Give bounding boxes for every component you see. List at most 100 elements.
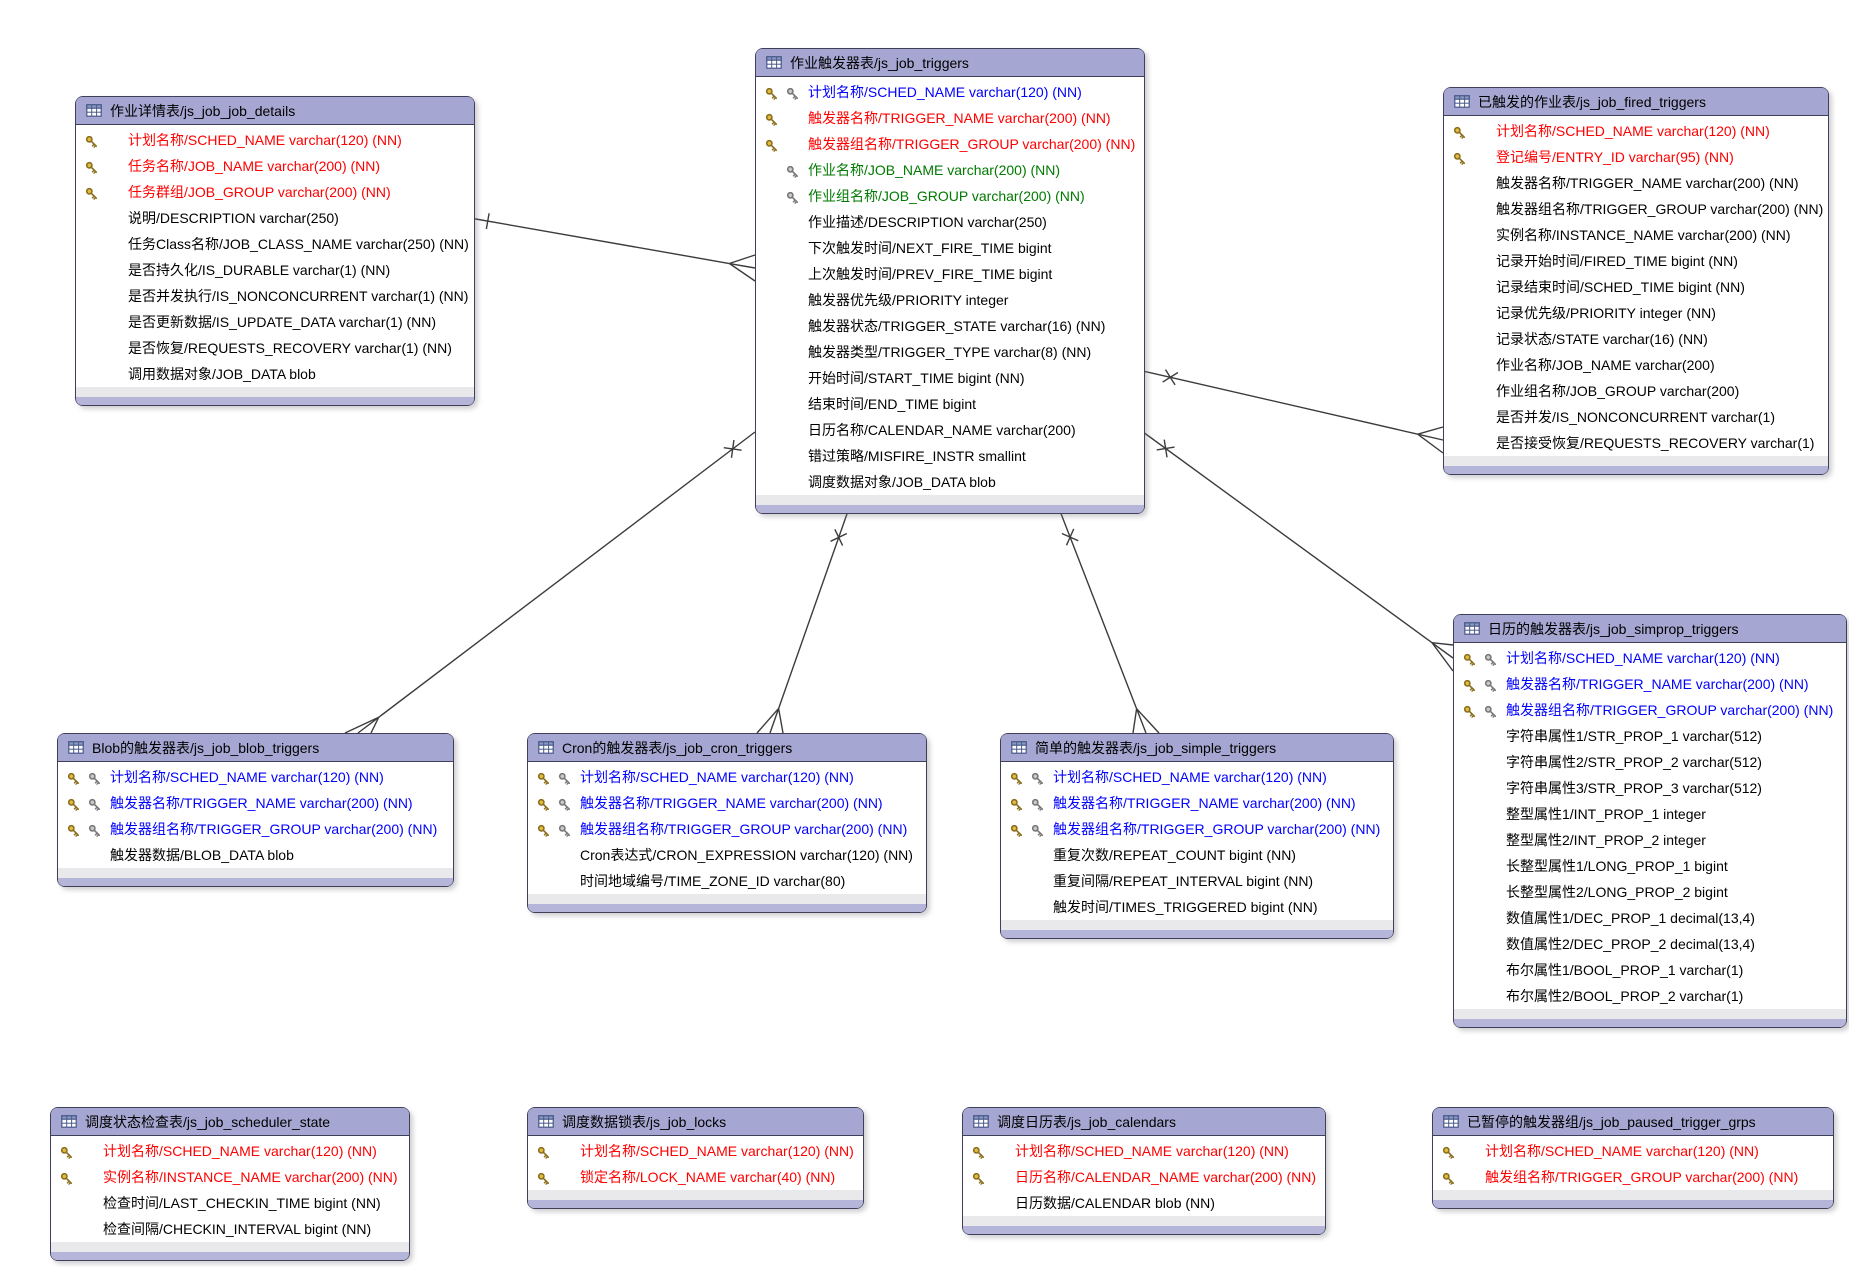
field-label: 触发器名称/TRIGGER_NAME varchar(200) (NN): [808, 110, 1111, 126]
table-field-row: 触发器名称/TRIGGER_NAME varchar(200) (NN): [1454, 671, 1846, 697]
table-field-row: 触发器组名称/TRIGGER_GROUP varchar(200) (NN): [756, 131, 1144, 157]
table-calendars[interactable]: 调度日历表/js_job_calendars 计划名称/SCHED_NAME v…: [962, 1107, 1326, 1235]
table-field-row: 字符串属性3/STR_PROP_3 varchar(512): [1454, 775, 1846, 801]
table-header-locks[interactable]: 调度数据锁表/js_job_locks: [528, 1108, 863, 1136]
field-label: 触发器状态/TRIGGER_STATE varchar(16) (NN): [808, 318, 1106, 334]
table-field-row: 日历名称/CALENDAR_NAME varchar(200) (NN): [963, 1164, 1325, 1190]
field-label: 触发器组名称/TRIGGER_GROUP varchar(200) (NN): [1053, 821, 1381, 837]
primary-key-icon: [765, 87, 778, 100]
field-label: 日历名称/CALENDAR_NAME varchar(200): [808, 422, 1076, 438]
table-simple_triggers[interactable]: 简单的触发器表/js_job_simple_triggers 计划名称/SCHE…: [1000, 733, 1394, 939]
field-label: 实例名称/INSTANCE_NAME varchar(200) (NN): [1496, 227, 1791, 243]
table-footer: [528, 1190, 863, 1200]
table-locks[interactable]: 调度数据锁表/js_job_locks 计划名称/SCHED_NAME varc…: [527, 1107, 864, 1209]
foreign-key-icon: [1484, 679, 1497, 692]
primary-key-icon: [537, 798, 550, 811]
table-field-row: 字符串属性1/STR_PROP_1 varchar(512): [1454, 723, 1846, 749]
table-fired_triggers[interactable]: 已触发的作业表/js_job_fired_triggers 计划名称/SCHED…: [1443, 87, 1829, 475]
primary-key-icon: [1442, 1172, 1455, 1185]
table-icon: [1443, 1115, 1459, 1128]
field-label: 触发器名称/TRIGGER_NAME varchar(200) (NN): [1053, 795, 1356, 811]
table-field-row: 作业组名称/JOB_GROUP varchar(200) (NN): [756, 183, 1144, 209]
table-field-row: 触发器数据/BLOB_DATA blob: [58, 842, 453, 868]
field-label: 计划名称/SCHED_NAME varchar(120) (NN): [1496, 123, 1770, 139]
field-label: Cron表达式/CRON_EXPRESSION varchar(120) (NN…: [580, 847, 913, 863]
field-label: 触发器名称/TRIGGER_NAME varchar(200) (NN): [1506, 676, 1809, 692]
table-icon: [538, 741, 554, 754]
primary-key-icon: [85, 161, 98, 174]
field-label: 作业名称/JOB_NAME varchar(200) (NN): [808, 162, 1061, 178]
table-field-row: 触发器组名称/TRIGGER_GROUP varchar(200) (NN): [1001, 816, 1393, 842]
table-title: 日历的触发器表/js_job_simprop_triggers: [1488, 620, 1739, 637]
primary-key-icon: [85, 187, 98, 200]
table-scheduler_state[interactable]: 调度状态检查表/js_job_scheduler_state 计划名称/SCHE…: [50, 1107, 410, 1261]
table-field-row: 作业组名称/JOB_GROUP varchar(200): [1444, 378, 1828, 404]
table-field-row: 计划名称/SCHED_NAME varchar(120) (NN): [528, 764, 926, 790]
table-header-simple_triggers[interactable]: 简单的触发器表/js_job_simple_triggers: [1001, 734, 1393, 762]
table-field-row: 触发时间/TIMES_TRIGGERED bigint (NN): [1001, 894, 1393, 920]
table-simprop_triggers[interactable]: 日历的触发器表/js_job_simprop_triggers 计划名称/SCH…: [1453, 614, 1847, 1028]
primary-key-icon: [537, 772, 550, 785]
field-label: 错过策略/MISFIRE_INSTR smallint: [808, 448, 1026, 464]
table-field-row: 计划名称/SCHED_NAME varchar(120) (NN): [1001, 764, 1393, 790]
table-paused_trigger_grps[interactable]: 已暂停的触发器组/js_job_paused_trigger_grps 计划名称…: [1432, 1107, 1834, 1209]
table-field-row: 记录状态/STATE varchar(16) (NN): [1444, 326, 1828, 352]
table-title: 调度日历表/js_job_calendars: [997, 1113, 1176, 1130]
table-header-blob_triggers[interactable]: Blob的触发器表/js_job_blob_triggers: [58, 734, 453, 762]
primary-key-icon: [537, 1146, 550, 1159]
field-label: 触发器组名称/TRIGGER_GROUP varchar(200) (NN): [808, 136, 1136, 152]
field-label: 字符串属性1/STR_PROP_1 varchar(512): [1506, 728, 1762, 744]
table-header-cron_triggers[interactable]: Cron的触发器表/js_job_cron_triggers: [528, 734, 926, 762]
table-field-row: 计划名称/SCHED_NAME varchar(120) (NN): [1433, 1138, 1833, 1164]
table-field-row: 调用数据对象/JOB_DATA blob: [76, 361, 474, 387]
relationship-triggers-fired_triggers: [1142, 369, 1444, 454]
table-field-row: 触发器优先级/PRIORITY integer: [756, 287, 1144, 313]
table-field-row: 是否接受恢复/REQUESTS_RECOVERY varchar(1): [1444, 430, 1828, 456]
table-field-row: 计划名称/SCHED_NAME varchar(120) (NN): [58, 764, 453, 790]
primary-key-icon: [67, 772, 80, 785]
table-header-calendars[interactable]: 调度日历表/js_job_calendars: [963, 1108, 1325, 1136]
table-fields: 计划名称/SCHED_NAME varchar(120) (NN) 登记编号/E…: [1444, 116, 1828, 456]
foreign-key-icon: [1031, 772, 1044, 785]
table-field-row: 计划名称/SCHED_NAME varchar(120) (NN): [528, 1138, 863, 1164]
table-header-job_details[interactable]: 作业详情表/js_job_job_details: [76, 97, 474, 125]
table-header-triggers[interactable]: 作业触发器表/js_job_triggers: [756, 49, 1144, 77]
table-header-paused_trigger_grps[interactable]: 已暂停的触发器组/js_job_paused_trigger_grps: [1433, 1108, 1833, 1136]
foreign-key-icon: [558, 798, 571, 811]
table-field-row: 是否更新数据/IS_UPDATE_DATA varchar(1) (NN): [76, 309, 474, 335]
field-label: 作业描述/DESCRIPTION varchar(250): [808, 214, 1047, 230]
table-title: 作业详情表/js_job_job_details: [110, 102, 296, 119]
table-header-scheduler_state[interactable]: 调度状态检查表/js_job_scheduler_state: [51, 1108, 409, 1136]
table-field-row: 触发组名称/TRIGGER_GROUP varchar(200) (NN): [1433, 1164, 1833, 1190]
table-blob_triggers[interactable]: Blob的触发器表/js_job_blob_triggers 计划名称/SCHE…: [57, 733, 454, 887]
table-header-simprop_triggers[interactable]: 日历的触发器表/js_job_simprop_triggers: [1454, 615, 1846, 643]
table-job_details[interactable]: 作业详情表/js_job_job_details 计划名称/SCHED_NAME…: [75, 96, 475, 406]
table-fields: 计划名称/SCHED_NAME varchar(120) (NN) 实例名称/I…: [51, 1136, 409, 1242]
field-label: 时间地域编号/TIME_ZONE_ID varchar(80): [580, 873, 846, 889]
table-icon: [1464, 622, 1480, 635]
table-field-row: 登记编号/ENTRY_ID varchar(95) (NN): [1444, 144, 1828, 170]
table-triggers[interactable]: 作业触发器表/js_job_triggers 计划名称/SCHED_NAME v…: [755, 48, 1145, 514]
table-field-row: 说明/DESCRIPTION varchar(250): [76, 205, 474, 231]
primary-key-icon: [537, 1172, 550, 1185]
table-header-fired_triggers[interactable]: 已触发的作业表/js_job_fired_triggers: [1444, 88, 1828, 116]
table-icon: [68, 741, 84, 754]
field-label: 计划名称/SCHED_NAME varchar(120) (NN): [580, 1143, 854, 1159]
table-footer-bar: [1001, 930, 1393, 938]
table-icon: [1011, 741, 1027, 754]
table-field-row: 计划名称/SCHED_NAME varchar(120) (NN): [1454, 645, 1846, 671]
table-field-row: 触发器状态/TRIGGER_STATE varchar(16) (NN): [756, 313, 1144, 339]
field-label: 计划名称/SCHED_NAME varchar(120) (NN): [103, 1143, 377, 1159]
table-field-row: 实例名称/INSTANCE_NAME varchar(200) (NN): [51, 1164, 409, 1190]
field-label: 触发器组名称/TRIGGER_GROUP varchar(200) (NN): [1496, 201, 1824, 217]
field-label: 长整型属性1/LONG_PROP_1 bigint: [1506, 858, 1728, 874]
table-fields: 计划名称/SCHED_NAME varchar(120) (NN) 锁定名称/L…: [528, 1136, 863, 1190]
foreign-key-icon: [1484, 653, 1497, 666]
foreign-key-icon: [786, 165, 799, 178]
table-cron_triggers[interactable]: Cron的触发器表/js_job_cron_triggers 计划名称/SCHE…: [527, 733, 927, 913]
table-title: Blob的触发器表/js_job_blob_triggers: [92, 739, 320, 756]
table-footer-bar: [51, 1252, 409, 1260]
table-footer-bar: [1454, 1019, 1846, 1027]
